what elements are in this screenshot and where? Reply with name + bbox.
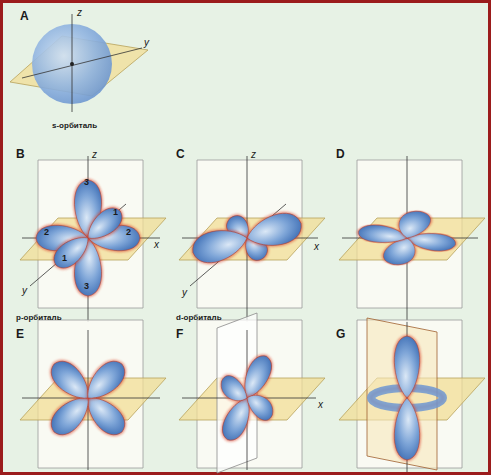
orbital-caption: p-орбиталь <box>16 314 62 322</box>
orbital-lobe <box>392 209 434 240</box>
d-orbital-panel <box>179 156 325 322</box>
panel-letter: E <box>16 328 24 340</box>
d-orbital-panel <box>339 156 485 322</box>
orbital-lobe <box>243 209 305 253</box>
orbital-lobe <box>189 223 251 267</box>
lobe-number: 1 <box>62 254 67 263</box>
p-orbital-panel <box>20 156 166 322</box>
axis-label: z <box>251 150 256 160</box>
axis-label: z <box>77 8 82 18</box>
axis-label: z <box>92 150 97 160</box>
orbital-lobe <box>394 398 419 460</box>
panel-letter: D <box>336 148 345 160</box>
s-orbital-panel <box>10 14 148 112</box>
orbital-caption: d-орбиталь <box>176 314 222 322</box>
axis-label: y <box>144 38 149 48</box>
axis-line <box>22 48 142 78</box>
lobe-number: 2 <box>44 228 49 237</box>
lobe-number: 2 <box>126 228 131 237</box>
nucleus-dot <box>70 62 74 66</box>
panel-letter: A <box>20 10 29 22</box>
orbital-lobe <box>79 355 131 407</box>
panel-letter: B <box>16 148 25 160</box>
illustration <box>10 14 485 473</box>
axis-label: x <box>154 240 159 250</box>
lobe-number: 3 <box>84 178 89 187</box>
axis-label: y <box>182 288 187 298</box>
orbital-lobe <box>244 388 276 425</box>
panel-letter: G <box>336 328 345 340</box>
orbital-lobe <box>49 230 95 274</box>
dz2-orbital-panel <box>339 318 485 472</box>
lobe-number: 3 <box>84 282 89 291</box>
axis-label: y <box>22 286 27 296</box>
axis-label: x <box>318 400 323 410</box>
panel-letter: F <box>176 328 183 340</box>
orbital-lobe <box>394 336 419 398</box>
lobe-number: 1 <box>113 208 118 217</box>
orbital-caption: s-орбиталь <box>52 122 97 130</box>
orbital-lobe <box>218 371 250 408</box>
d-orbital-panel <box>179 313 325 473</box>
panel-letter: C <box>176 148 185 160</box>
axis-label: x <box>314 242 319 252</box>
d-orbital-panel <box>20 320 166 470</box>
